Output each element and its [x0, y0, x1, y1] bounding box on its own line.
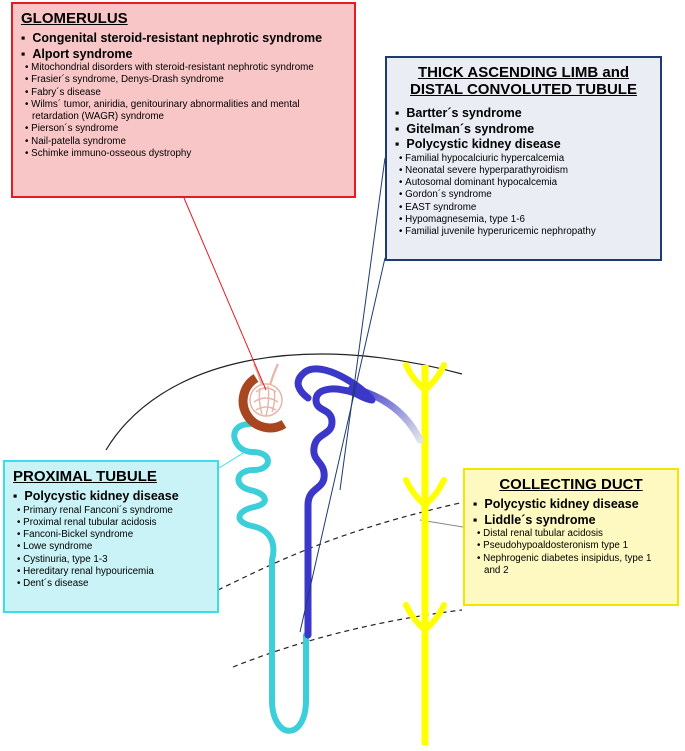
list-item: Bartter´s syndrome: [395, 106, 652, 122]
distal-tubule-shape: [294, 365, 376, 639]
list-item: Fabry´s disease: [21, 87, 346, 99]
list-item: Gordon´s syndrome: [395, 189, 652, 201]
list-item: Autosomal dominant hypocalcemia: [395, 177, 652, 189]
tal-connector-top: [339, 157, 386, 491]
collecting-duct-title: COLLECTING DUCT: [499, 476, 643, 493]
collecting-duct-list: Polycystic kidney disease Liddle´s syndr…: [473, 497, 669, 577]
list-item: Mitochondrial disorders with steroid-res…: [21, 62, 346, 74]
list-item: Fanconi-Bickel syndrome: [13, 529, 209, 541]
collecting-duct-box: COLLECTING DUCT Polycystic kidney diseas…: [463, 468, 679, 606]
list-item: Frasier´s syndrome, Denys-Drash syndrome: [21, 74, 346, 86]
thick-ascending-limb-list: Bartter´s syndrome Gitelman´s syndrome P…: [395, 106, 652, 239]
list-item: Nail-patella syndrome: [21, 136, 346, 148]
list-item: Familial juvenile hyperuricemic nephropa…: [395, 226, 652, 238]
proximal-tubule-title: PROXIMAL TUBULE: [13, 468, 157, 485]
list-item: Polycystic kidney disease: [395, 137, 652, 153]
proximal-tubule-shape: [231, 421, 309, 734]
list-item: Proximal renal tubular acidosis: [13, 517, 209, 529]
glomerulus-box: GLOMERULUS Congenital steroid-resistant …: [11, 2, 356, 198]
collecting-duct-shape: [403, 362, 447, 745]
list-item: Cystinuria, type 1-3: [13, 554, 209, 566]
list-item: Liddle´s syndrome: [473, 513, 669, 529]
list-item: Polycystic kidney disease: [473, 497, 669, 513]
list-item: Primary renal Fanconi´s syndrome: [13, 505, 209, 517]
list-item: Nephrogenic diabetes insipidus, type 1 a…: [473, 553, 669, 578]
list-item: Hereditary renal hypouricemia: [13, 566, 209, 578]
list-item: Distal renal tubular acidosis: [473, 528, 669, 540]
proximal-tubule-list: Polycystic kidney disease Primary renal …: [13, 489, 209, 591]
inner-medulla-boundary: [232, 609, 463, 668]
cortex-boundary-line: [105, 353, 463, 451]
list-item: EAST syndrome: [395, 202, 652, 214]
thick-ascending-limb-box: THICK ASCENDING LIMB and DISTAL CONVOLUT…: [385, 56, 662, 261]
list-item: Lowe syndrome: [13, 541, 209, 553]
glomerulus-title: GLOMERULUS: [21, 10, 128, 27]
list-item: Dent´s disease: [13, 578, 209, 590]
list-item: Pierson´s syndrome: [21, 123, 346, 135]
thick-ascending-limb-title: THICK ASCENDING LIMB and DISTAL CONVOLUT…: [410, 64, 637, 98]
list-item: Alport syndrome: [21, 47, 346, 63]
list-item: Familial hypocalciuric hypercalcemia: [395, 153, 652, 165]
proximal-connector: [218, 449, 249, 469]
glomerulus-connector: [183, 197, 267, 391]
list-item: Polycystic kidney disease: [13, 489, 209, 505]
list-item: Schimke immuno-osseous dystrophy: [21, 148, 346, 160]
list-item: Hypomagnesemia, type 1-6: [395, 214, 652, 226]
list-item: Congenital steroid-resistant nephrotic s…: [21, 31, 346, 47]
outer-medulla-boundary: [217, 502, 461, 591]
list-item: Pseudohypoaldosteronism type 1: [473, 540, 669, 552]
list-item: Wilms´ tumor, aniridia, genitourinary ab…: [21, 99, 346, 124]
list-item: Gitelman´s syndrome: [395, 122, 652, 138]
list-item: Neonatal severe hyperparathyroidism: [395, 165, 652, 177]
tal-connector-bottom: [299, 257, 386, 633]
glomerulus-shape: [238, 363, 287, 433]
glomerulus-list: Congenital steroid-resistant nephrotic s…: [21, 31, 346, 160]
proximal-tubule-box: PROXIMAL TUBULE Polycystic kidney diseas…: [3, 460, 219, 613]
